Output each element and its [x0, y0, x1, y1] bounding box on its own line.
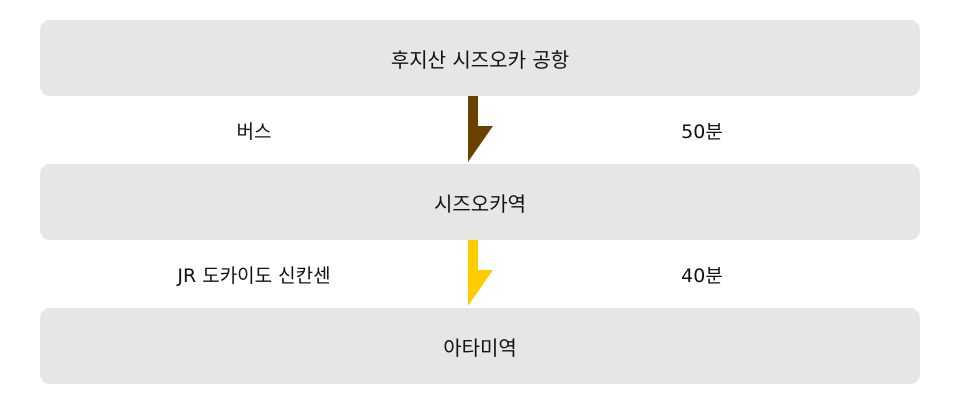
station-box-shizuoka: 시즈오카역 — [40, 164, 920, 240]
leg-duration-label: 40분 — [681, 265, 723, 287]
leg-duration-label: 50분 — [681, 121, 723, 143]
leg-mode-label: 버스 — [236, 121, 272, 143]
station-label: 시즈오카역 — [434, 191, 526, 216]
station-box-atami: 아타미역 — [40, 308, 920, 384]
leg-mode-label: JR 도카이도 신칸센 — [177, 265, 331, 287]
station-label: 후지산 시즈오카 공항 — [390, 47, 570, 72]
down-arrow-icon — [468, 240, 493, 306]
station-box-fuji-airport: 후지산 시즈오카 공항 — [40, 20, 920, 96]
station-label: 아타미역 — [443, 335, 517, 360]
down-arrow-icon — [468, 96, 493, 162]
